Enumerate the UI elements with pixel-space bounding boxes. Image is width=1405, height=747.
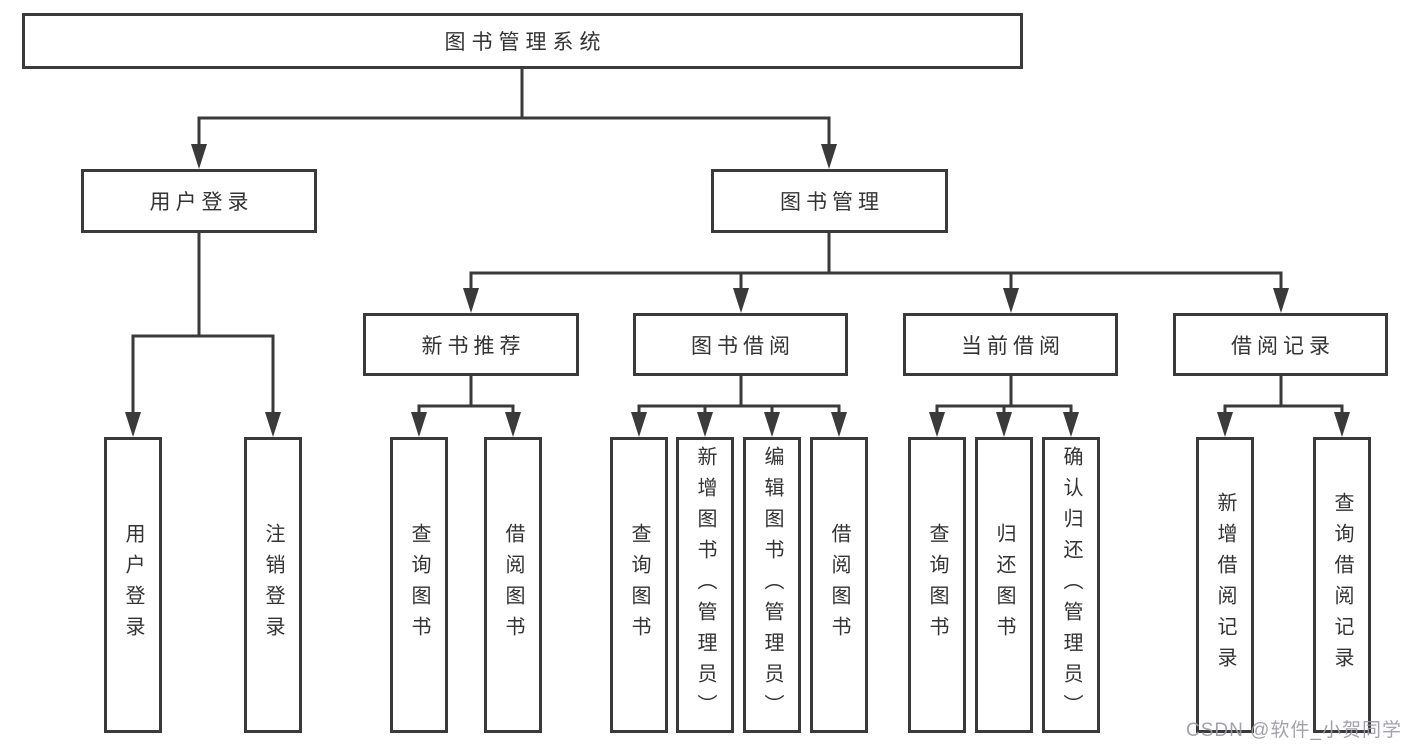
connector-records-to-leaves — [1223, 375, 1344, 416]
leaf-edit-book-admin: 编辑图书（管理员） — [743, 437, 801, 733]
connector-borrowing-to-leaves — [637, 375, 841, 416]
leaf-query-books-borrowing: 查询图书 — [610, 437, 668, 733]
leaf-query-borrow-record: 查询借阅记录 — [1313, 437, 1371, 733]
node-user-login: 用户登录 — [81, 169, 317, 233]
connector-current-to-leaves — [935, 375, 1073, 416]
leaf-add-borrow-record: 新增借阅记录 — [1196, 437, 1254, 733]
leaf-return-book: 归还图书 — [975, 437, 1033, 733]
leaf-user-login: 用户登录 — [104, 437, 162, 733]
node-borrowing-records: 借阅记录 — [1173, 313, 1388, 376]
node-current-borrowing: 当前借阅 — [903, 313, 1118, 376]
node-book-borrowing: 图书借阅 — [633, 313, 848, 376]
connector-userlogin-to-leaves — [131, 232, 275, 416]
leaf-logout: 注销登录 — [244, 437, 302, 733]
connector-bookmgmt-to-level3 — [469, 232, 1283, 292]
connector-newbook-to-leaves — [417, 375, 515, 416]
leaf-query-books-current: 查询图书 — [908, 437, 966, 733]
csdn-watermark: CSDN @软件_小贺同学 — [1186, 720, 1402, 741]
node-root-library-system: 图书管理系统 — [22, 13, 1023, 69]
leaf-borrow-books-recommend: 借阅图书 — [484, 437, 542, 733]
node-book-management: 图书管理 — [711, 169, 948, 233]
connector-root-to-level2 — [197, 69, 831, 148]
leaf-confirm-return-admin: 确认归还（管理员） — [1042, 437, 1100, 733]
leaf-borrow-books-borrowing: 借阅图书 — [810, 437, 868, 733]
arrowheads — [125, 144, 1350, 437]
node-new-book-recommend: 新书推荐 — [363, 313, 579, 376]
leaf-add-book-admin: 新增图书（管理员） — [676, 437, 734, 733]
leaf-query-books-recommend: 查询图书 — [390, 437, 448, 733]
